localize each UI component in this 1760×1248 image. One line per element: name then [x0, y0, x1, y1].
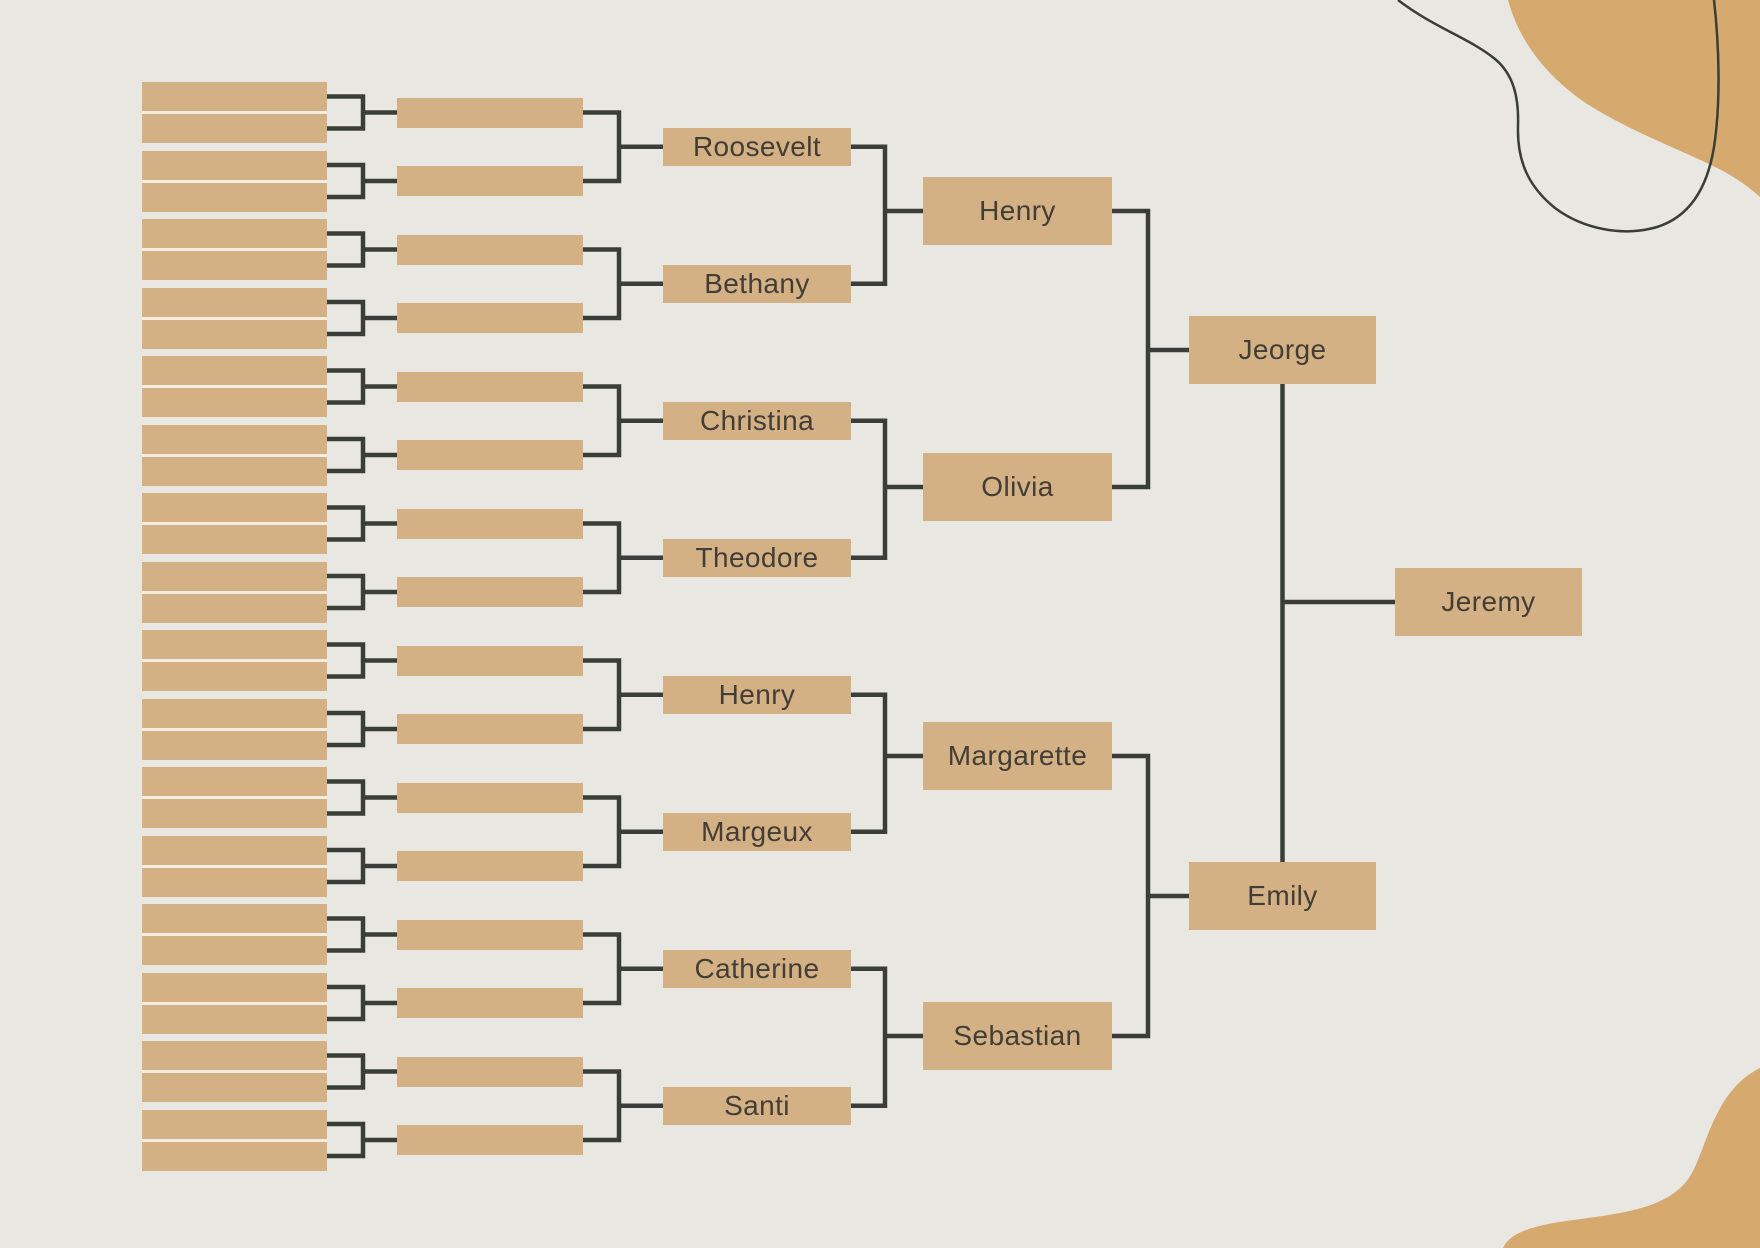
ancestor-bar: [142, 1109, 327, 1139]
gg-grandparent-bar: [397, 97, 583, 128]
bottom-right-blob: [1503, 1068, 1760, 1248]
ancestor-bar: [142, 799, 327, 828]
great-grandparent-node: Christina: [663, 401, 851, 440]
gg-grandparent-bar: [397, 234, 583, 265]
ancestor-bar: [142, 867, 327, 897]
ancestor-bar: [142, 767, 327, 796]
ancestor-pair: [142, 767, 327, 828]
gg-grandparent-bar: [397, 303, 583, 333]
grandparent-node: Margarette: [923, 722, 1112, 790]
ancestor-bar: [142, 251, 327, 280]
gg-grandparent-bar: [397, 1056, 583, 1087]
ancestor-bar: [142, 114, 327, 143]
parent-node: Emily: [1189, 862, 1376, 930]
gg-grandparent-bar: [397, 371, 583, 402]
gg-grandparent-bar: [397, 851, 583, 881]
ancestor-bar: [142, 356, 327, 385]
ancestor-bar: [142, 630, 327, 659]
ancestor-pair: [142, 1041, 327, 1102]
ancestor-bar: [142, 182, 327, 212]
ancestor-bar: [142, 593, 327, 623]
parent-node: Jeorge: [1189, 316, 1376, 384]
gg-grandparent-bar: [397, 988, 583, 1018]
connector-parents-child: [1280, 383, 1395, 862]
great-grandparent-node: Roosevelt: [663, 127, 851, 166]
ancestor-bar: [142, 662, 327, 691]
gg-grandparent-bar: [397, 782, 583, 813]
child-node: Jeremy: [1395, 568, 1582, 636]
ancestor-bar: [142, 1041, 327, 1070]
gg-grandparent-bar: [397, 714, 583, 744]
gg-grandparent-bar: [397, 577, 583, 607]
ancestor-bar: [142, 561, 327, 591]
ancestor-pair: [142, 424, 327, 486]
great-grandparent-node: Margeux: [663, 812, 851, 851]
ancestor-bar: [142, 456, 327, 486]
ancestor-pair: [142, 1109, 327, 1171]
gg-grandparent-bar: [397, 508, 583, 539]
ancestor-bar: [142, 150, 327, 180]
gg-grandparent-bar: [397, 645, 583, 676]
ancestor-bar: [142, 525, 327, 554]
grandparent-node: Sebastian: [923, 1002, 1112, 1070]
ancestor-bar: [142, 388, 327, 417]
ancestor-pair: [142, 150, 327, 212]
great-grandparent-node: Henry: [663, 675, 851, 714]
ancestor-pair: [142, 82, 327, 143]
ancestor-pair: [142, 219, 327, 280]
ancestor-bar: [142, 424, 327, 454]
connector-gen1-gen2: [327, 94, 397, 1159]
grandparent-node: Olivia: [923, 453, 1112, 521]
gg-grandparent-bar: [397, 440, 583, 470]
ancestor-bar: [142, 219, 327, 248]
gg-grandparent-bar: [397, 166, 583, 196]
ancestor-pair: [142, 287, 327, 349]
great-grandparent-node: Theodore: [663, 538, 851, 577]
ancestor-pair: [142, 493, 327, 554]
ancestor-pair: [142, 972, 327, 1034]
ancestor-pair: [142, 630, 327, 691]
ancestor-bar: [142, 730, 327, 760]
ancestor-pair: [142, 356, 327, 417]
top-right-outline-curve: [1397, 0, 1720, 233]
great-grandparent-node: Santi: [663, 1086, 851, 1125]
ancestor-bar: [142, 1073, 327, 1102]
gg-grandparent-bar: [397, 1125, 583, 1155]
top-right-blob: [1508, 0, 1760, 197]
connector-gen2-gen3: [583, 110, 663, 1143]
great-grandparent-node: Bethany: [663, 264, 851, 303]
ancestor-bar: [142, 1004, 327, 1034]
ancestor-bar: [142, 936, 327, 965]
ancestor-bar: [142, 904, 327, 933]
ancestor-bar: [142, 319, 327, 349]
ancestor-bar: [142, 835, 327, 865]
ancestor-pair: [142, 904, 327, 965]
connector-gen3-gen4: [851, 144, 923, 1108]
ancestor-bar: [142, 1141, 327, 1171]
ancestor-bar: [142, 287, 327, 317]
connector-gen4-gen5: [1112, 208, 1189, 1039]
ancestor-bar: [142, 493, 327, 522]
great-grandparent-node: Catherine: [663, 949, 851, 988]
ancestor-bar: [142, 972, 327, 1002]
ancestor-pair: [142, 835, 327, 897]
gg-grandparent-bar: [397, 919, 583, 950]
grandparent-node: Henry: [923, 177, 1112, 245]
ancestor-bar: [142, 698, 327, 728]
ancestor-bar: [142, 82, 327, 111]
ancestor-pair: [142, 698, 327, 760]
ancestor-pair: [142, 561, 327, 623]
